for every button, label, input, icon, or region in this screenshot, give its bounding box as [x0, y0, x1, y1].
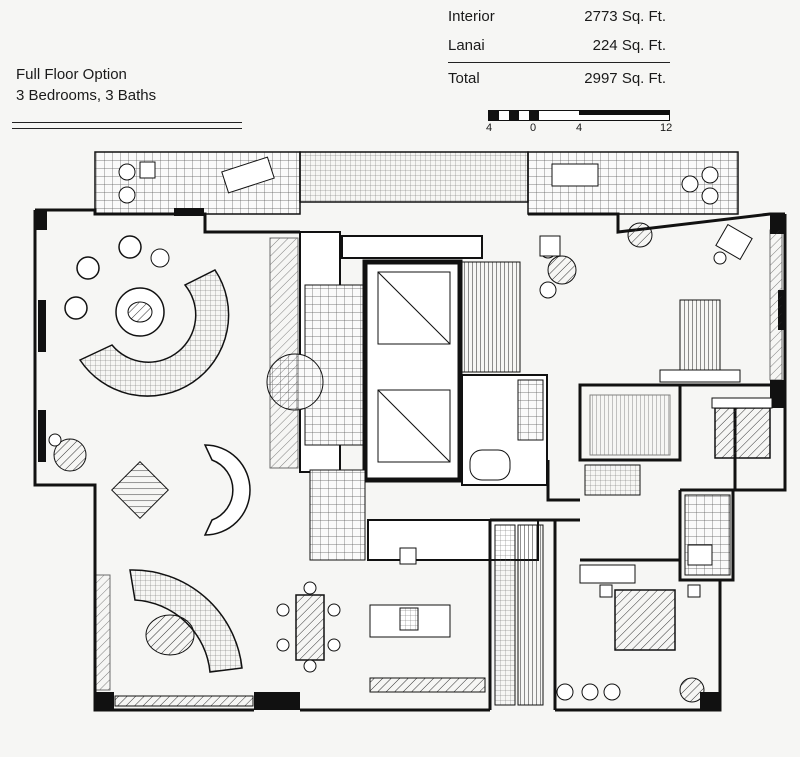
bath-three: [579, 494, 731, 584]
plan-option-title: Full Floor Option: [16, 66, 127, 83]
foyer: [266, 231, 366, 473]
area-label: Total: [448, 70, 480, 87]
elevator-core: [341, 235, 483, 483]
plan-rooms-summary: 3 Bedrooms, 3 Baths: [16, 87, 157, 104]
scale-segment: [509, 111, 519, 120]
lanai-right: [527, 151, 739, 215]
scale-label: 0: [530, 122, 537, 134]
area-label: Interior: [448, 8, 495, 25]
master-bedroom: [539, 222, 753, 383]
area-label: Lanai: [448, 37, 485, 54]
scale-label: 4: [486, 122, 493, 134]
area-row-lanai: Lanai 224 Sq. Ft.: [448, 37, 666, 59]
scale-label: 12: [660, 122, 673, 134]
area-total-rule: [448, 62, 670, 63]
window-strips: [95, 229, 783, 707]
area-row-total: Total 2997 Sq. Ft.: [448, 70, 666, 92]
plan-title-block: Full Floor Option 3 Bedrooms, 3 Baths: [16, 64, 156, 106]
title-underline: [12, 122, 242, 129]
area-value: 224 Sq. Ft.: [592, 37, 666, 54]
scale-label: 4: [576, 122, 583, 134]
scale-bar-frame: [488, 110, 670, 121]
core-closets: [459, 261, 548, 486]
scale-segment: [529, 111, 539, 120]
area-value: 2997 Sq. Ft.: [584, 70, 666, 87]
bedroom-two: [584, 394, 773, 496]
wall-columns: [35, 208, 785, 710]
area-value: 2773 Sq. Ft.: [584, 8, 666, 25]
dining: [276, 581, 341, 673]
bedroom-three: [556, 584, 705, 703]
living-room-furniture: [48, 235, 251, 673]
lanai-center: [299, 151, 529, 203]
wardrobe-strip: [494, 524, 544, 706]
area-row-interior: Interior 2773 Sq. Ft.: [448, 8, 666, 30]
scale-segment: [579, 111, 669, 115]
scale-segment: [489, 111, 499, 120]
lanai-left: [94, 151, 301, 215]
scale-bar: 4 0 4 12: [486, 110, 673, 140]
exterior-walls: [33, 208, 787, 712]
